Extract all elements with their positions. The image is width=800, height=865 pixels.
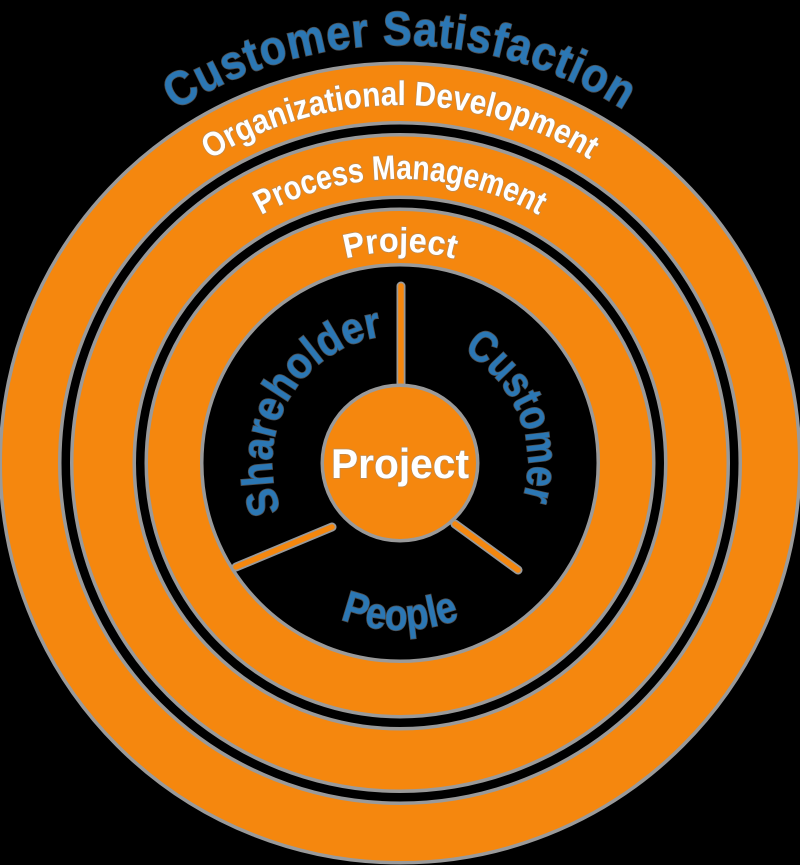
inner-ring-label-text: Project [339,221,463,268]
center-label: Project [331,440,469,487]
center-circle [324,387,476,539]
inner-ring-label: Project [339,221,461,266]
left-spoke [233,524,335,570]
outer-ring [2,65,798,861]
inner-ring [148,211,652,715]
sector-spokes [231,281,523,575]
middle-ring [73,136,727,790]
people-label-text: People [336,581,463,641]
people-label: People [337,582,463,640]
right-spoke [452,521,521,573]
